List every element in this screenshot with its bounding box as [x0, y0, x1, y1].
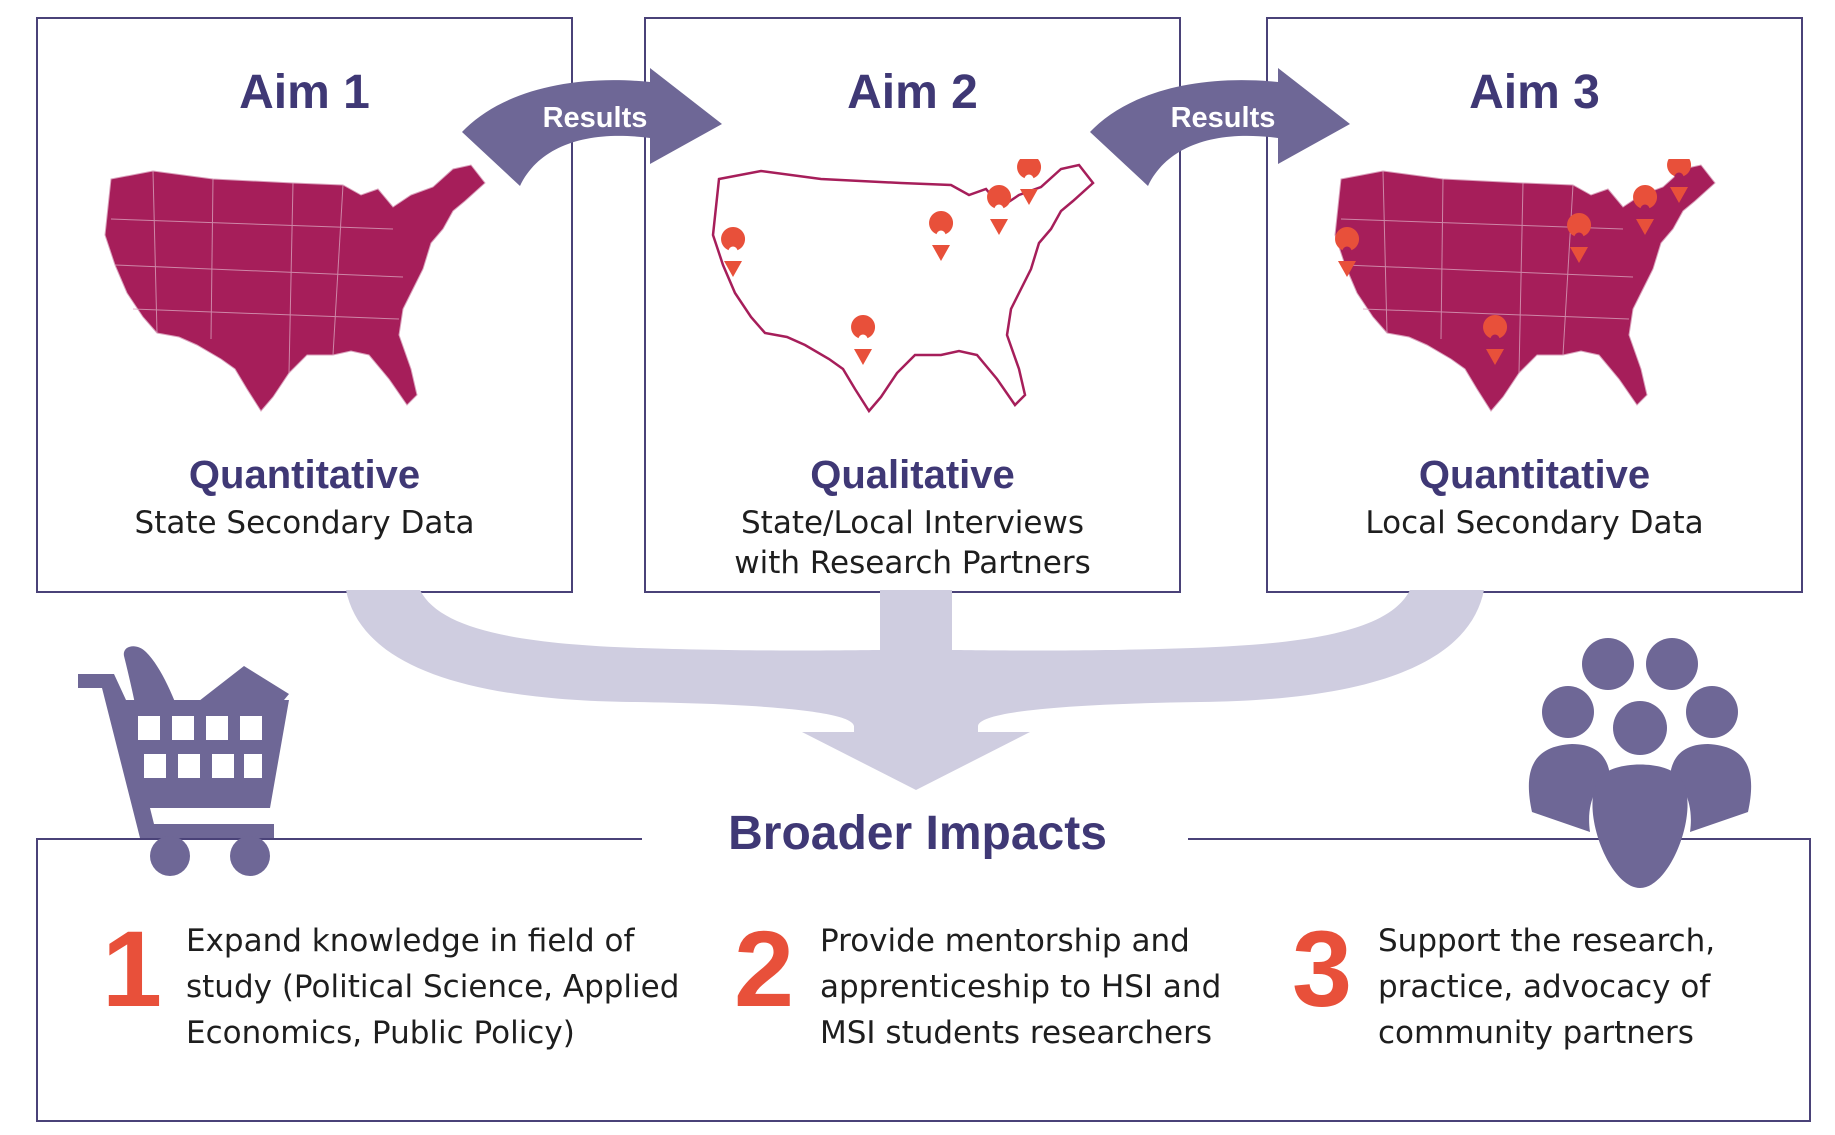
impact-box-top-left-border: [36, 838, 642, 840]
results-arrow-2: Results: [1088, 68, 1358, 188]
aim-1-box: Aim 1 Quantitative State Secondary Data: [36, 17, 573, 593]
location-pin-icon: [721, 159, 1042, 365]
us-map-filled-icon: [1334, 159, 1716, 412]
aim-2-description: State/Local Interviews with Research Par…: [734, 505, 1091, 581]
aim-3-box: Aim 3 Quantitative Local Secondary Data: [1266, 17, 1803, 593]
community-group-icon: [1528, 638, 1752, 888]
aim-2-method: Qualitative: [810, 453, 1015, 497]
shopping-cart-icon: [78, 646, 289, 876]
impact-1-text: Expand knowledge in field of study (Poli…: [186, 923, 680, 1051]
aim-1-title: Aim 1: [239, 66, 370, 119]
impact-3-number: 3: [1292, 908, 1353, 1029]
aim-3-description: Local Secondary Data: [1365, 505, 1704, 541]
converging-flow-arrow: [346, 590, 1484, 790]
aim-3-title: Aim 3: [1469, 66, 1600, 119]
impact-2-text: Provide mentorship and apprenticeship to…: [820, 923, 1222, 1051]
aim-3-method: Quantitative: [1418, 453, 1651, 497]
impact-box-top-right-border: [1188, 838, 1811, 840]
results-arrow-2-label: Results: [1170, 102, 1276, 134]
broader-impacts-box: [36, 838, 1811, 1122]
aim-1-description: State Secondary Data: [134, 505, 475, 541]
results-arrow-1-label: Results: [542, 102, 648, 134]
impact-2-number: 2: [734, 908, 795, 1029]
aim-2-box: Aim 2 Qualitative State/Local Interviews…: [644, 17, 1181, 593]
us-map-outline-icon: [711, 159, 1095, 414]
us-map-filled-icon: [104, 164, 486, 412]
broader-impacts-title: Broader Impacts: [728, 807, 1107, 860]
aim-2-title: Aim 2: [847, 66, 978, 119]
impact-1-number: 1: [102, 908, 163, 1029]
location-pin-icon: [1335, 159, 1692, 365]
results-arrow-1: Results: [460, 68, 730, 188]
aim-1-method: Quantitative: [188, 453, 421, 497]
impact-3-text: Support the research, practice, advocacy…: [1378, 923, 1716, 1051]
